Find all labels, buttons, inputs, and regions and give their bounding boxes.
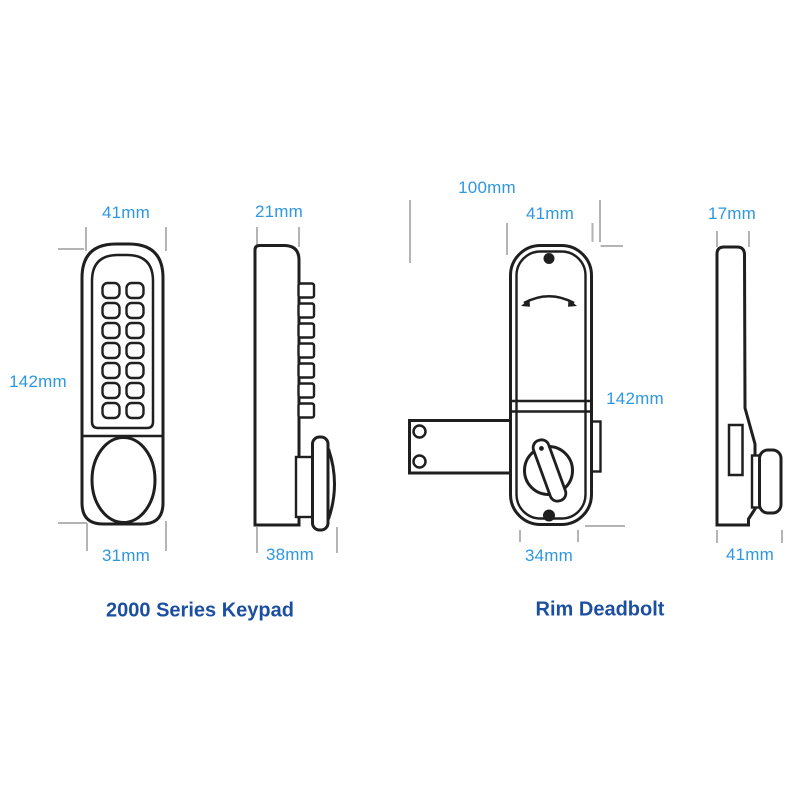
- deadbolt-front-view: [408, 200, 625, 542]
- dim-label-deadbolt-overall-width: 100mm: [458, 178, 516, 197]
- dim-label-keypad-front-width: 41mm: [101, 203, 151, 222]
- keypad-knob: [90, 436, 157, 524]
- keypad-button: [101, 361, 121, 380]
- button-bump: [297, 402, 316, 419]
- keypad-button: [125, 281, 145, 300]
- keypad-button: [125, 361, 145, 380]
- dim-label-deadbolt-bottom-width: 34mm: [524, 546, 574, 565]
- dim-label-deadbolt-body-width: 41mm: [525, 204, 575, 223]
- dim-label-keypad-front-height: 142mm: [9, 372, 67, 391]
- keypad-panel-outline: [90, 253, 155, 430]
- keypad-button: [101, 381, 121, 400]
- keypad-button: [125, 321, 145, 340]
- button-bump: [297, 322, 316, 339]
- dim-label-keypad-knob-width: 31mm: [101, 546, 151, 565]
- thumb-turn-handle: [531, 438, 568, 503]
- rotation-arrow: [521, 294, 577, 307]
- button-bump: [297, 282, 316, 299]
- keypad-side-body: [253, 244, 301, 527]
- screw-hole: [412, 424, 427, 439]
- dim-label-keypad-side-total-depth: 38mm: [265, 545, 315, 564]
- caption-deadbolt: Rim Deadbolt: [535, 598, 665, 621]
- keypad-front-dimension-ticks: [58, 227, 167, 551]
- keypad-button: [101, 401, 121, 420]
- button-bump: [297, 302, 316, 319]
- keypad-side-view: [253, 227, 338, 553]
- caption-keypad: 2000 Series Keypad: [106, 599, 294, 622]
- keypad-button-grid: [101, 281, 145, 420]
- keypad-button: [125, 401, 145, 420]
- dim-label-deadbolt-side-depth: 17mm: [707, 204, 757, 223]
- button-bump: [297, 382, 316, 399]
- keypad-button: [125, 341, 145, 360]
- keypad-side-button-bumps: [297, 282, 316, 419]
- deadbolt-side-view: [715, 231, 783, 543]
- screw-hole: [412, 454, 427, 469]
- keypad-side-dimension-ticks: [256, 227, 338, 553]
- deadbolt-side-knob: [758, 448, 783, 515]
- deadbolt-side-body: [715, 245, 757, 527]
- keypad-front-body: [80, 242, 165, 526]
- dim-label-keypad-side-depth: 21mm: [254, 202, 304, 221]
- deadbolt-front-dimension-ticks: [409, 200, 625, 542]
- keypad-button: [125, 381, 145, 400]
- button-bump: [297, 342, 316, 359]
- keypad-button: [125, 301, 145, 320]
- deadbolt-side-slot: [727, 423, 744, 477]
- dim-label-deadbolt-side-total-depth: 41mm: [725, 545, 775, 564]
- deadbolt-side-dimension-ticks: [716, 231, 783, 543]
- handle-pivot-dot: [539, 446, 544, 451]
- screw-bottom: [543, 509, 555, 522]
- keypad-button: [101, 301, 121, 320]
- screw-top: [543, 253, 555, 264]
- keypad-side-knob-flange: [311, 435, 330, 532]
- button-bump: [297, 362, 316, 379]
- dim-label-deadbolt-body-height: 142mm: [606, 389, 664, 408]
- keypad-button: [101, 341, 121, 360]
- keypad-side-knob-bulge: [327, 448, 336, 520]
- keypad-button: [101, 281, 121, 300]
- keypad-button: [101, 321, 121, 340]
- keypad-front-view: [58, 227, 167, 551]
